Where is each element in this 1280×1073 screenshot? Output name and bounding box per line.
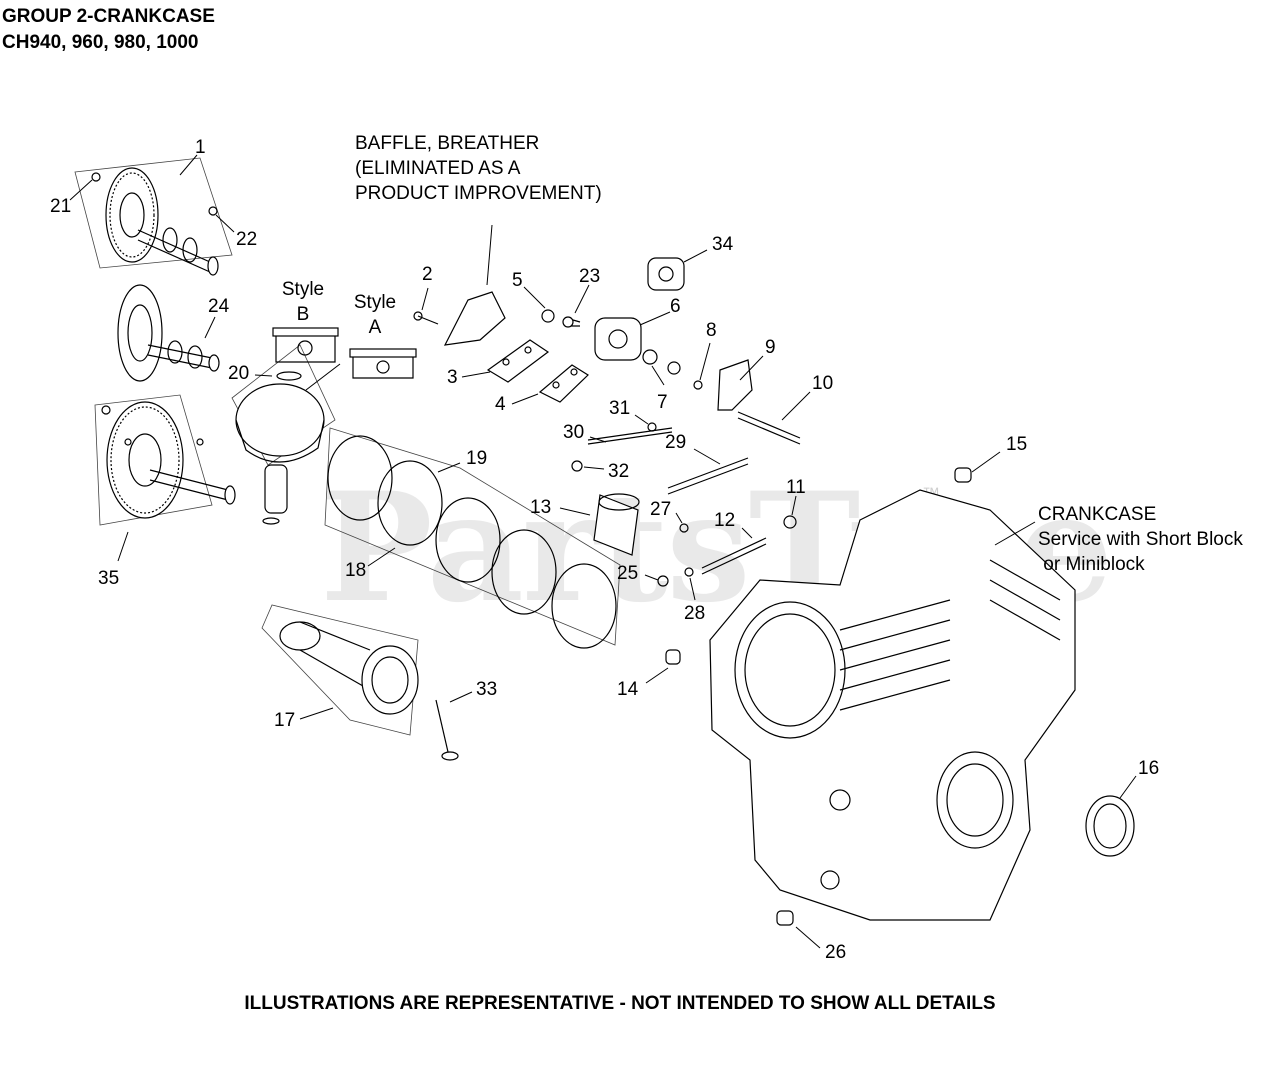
callout-32: 32 [608, 461, 630, 482]
callout-35: 35 [98, 568, 120, 589]
governor-arm-part-9[interactable] [717, 359, 753, 411]
rod-bolt-part-33[interactable] [435, 699, 459, 761]
governor-shaft-part-10[interactable] [737, 411, 801, 445]
dowel-pin-part-14[interactable] [665, 649, 681, 665]
callout-4: 4 [495, 394, 506, 415]
callout-3: 3 [447, 367, 458, 388]
style-a-label: Style A [353, 292, 397, 338]
callout-26: 26 [825, 942, 847, 963]
callout-12: 12 [714, 510, 736, 531]
diagram-title: GROUP 2-CRANKCASE [2, 6, 215, 27]
callout-23: 23 [579, 266, 601, 287]
cylinder-liner-part-13[interactable] [593, 493, 640, 556]
reed-part-5[interactable] [541, 309, 555, 323]
pin-part-23[interactable] [562, 316, 581, 328]
leader-lines [69, 154, 1137, 949]
piston-style-b[interactable] [272, 327, 339, 363]
callout-24: 24 [208, 296, 230, 317]
screw-part-8[interactable] [693, 380, 703, 390]
camshaft-gear-part-1[interactable] [74, 157, 233, 276]
callout-6: 6 [670, 296, 681, 317]
camshaft-part-24[interactable] [117, 284, 220, 382]
callout-9: 9 [765, 337, 776, 358]
callout-31: 31 [609, 398, 631, 419]
callout-34: 34 [712, 234, 734, 255]
oring-part-28[interactable] [684, 567, 694, 577]
piston-rings[interactable] [324, 427, 621, 649]
cross-shaft-part-29[interactable] [667, 457, 749, 495]
callout-16: 16 [1138, 758, 1160, 779]
callout-25: 25 [617, 563, 639, 584]
bushing-part-32[interactable] [571, 460, 583, 472]
piston-style-a[interactable] [349, 348, 417, 379]
gasket-part-4[interactable] [538, 364, 589, 403]
callout-22: 22 [236, 229, 258, 250]
callout-27: 27 [650, 499, 672, 520]
oil-seal-part-16[interactable] [1085, 795, 1135, 857]
callout-33: 33 [476, 679, 498, 700]
disclaimer-footer: ILLUSTRATIONS ARE REPRESENTATIVE - NOT I… [244, 993, 996, 1014]
callout-15: 15 [1006, 434, 1028, 455]
callout-30: 30 [563, 422, 585, 443]
crankcase-block[interactable] [709, 489, 1076, 921]
callout-2: 2 [422, 264, 433, 285]
callout-8: 8 [706, 320, 717, 341]
breather-plate-part-3[interactable] [486, 339, 550, 383]
callout-13: 13 [530, 497, 552, 518]
baffle-breather[interactable] [443, 291, 506, 346]
callout-1: 1 [195, 137, 206, 158]
callout-7: 7 [657, 392, 668, 413]
piston-assembly[interactable] [231, 344, 336, 525]
connecting-rod-part-17[interactable] [261, 604, 419, 736]
baffle-breather-note: BAFFLE, BREATHER (ELIMINATED AS A PRODUC… [355, 133, 602, 204]
callout-18: 18 [345, 560, 367, 581]
screw-part-2[interactable] [413, 311, 439, 325]
shaft-part-12[interactable] [701, 537, 767, 575]
callout-29: 29 [665, 432, 687, 453]
style-b-label: Style B [281, 279, 325, 325]
pickup-part-7[interactable] [642, 349, 681, 375]
push-rod-part-30[interactable] [587, 427, 673, 445]
dowel-pin-part-15[interactable] [954, 467, 972, 483]
callout-21: 21 [50, 196, 72, 217]
callout-19: 19 [466, 448, 488, 469]
washer-part-25[interactable] [657, 575, 669, 587]
seal-part-27[interactable] [679, 523, 689, 533]
crankcase-note: CRANKCASE Service with Short Block or Mi… [1038, 504, 1243, 575]
seal-part-11[interactable] [783, 515, 797, 529]
callout-14: 14 [617, 679, 639, 700]
oil-pump-gear-part-34[interactable] [647, 257, 685, 291]
callout-5: 5 [512, 270, 523, 291]
camshaft-gear-part-35[interactable] [94, 394, 236, 526]
washer-part-31[interactable] [647, 422, 657, 432]
model-list: CH940, 960, 980, 1000 [2, 32, 199, 53]
dowel-pin-part-26[interactable] [776, 910, 794, 926]
callout-20: 20 [228, 363, 250, 384]
callout-11: 11 [786, 477, 806, 498]
oil-pump-part-6[interactable] [594, 317, 642, 361]
callout-28: 28 [684, 603, 706, 624]
callout-17: 17 [274, 710, 296, 731]
callout-10: 10 [812, 373, 834, 394]
